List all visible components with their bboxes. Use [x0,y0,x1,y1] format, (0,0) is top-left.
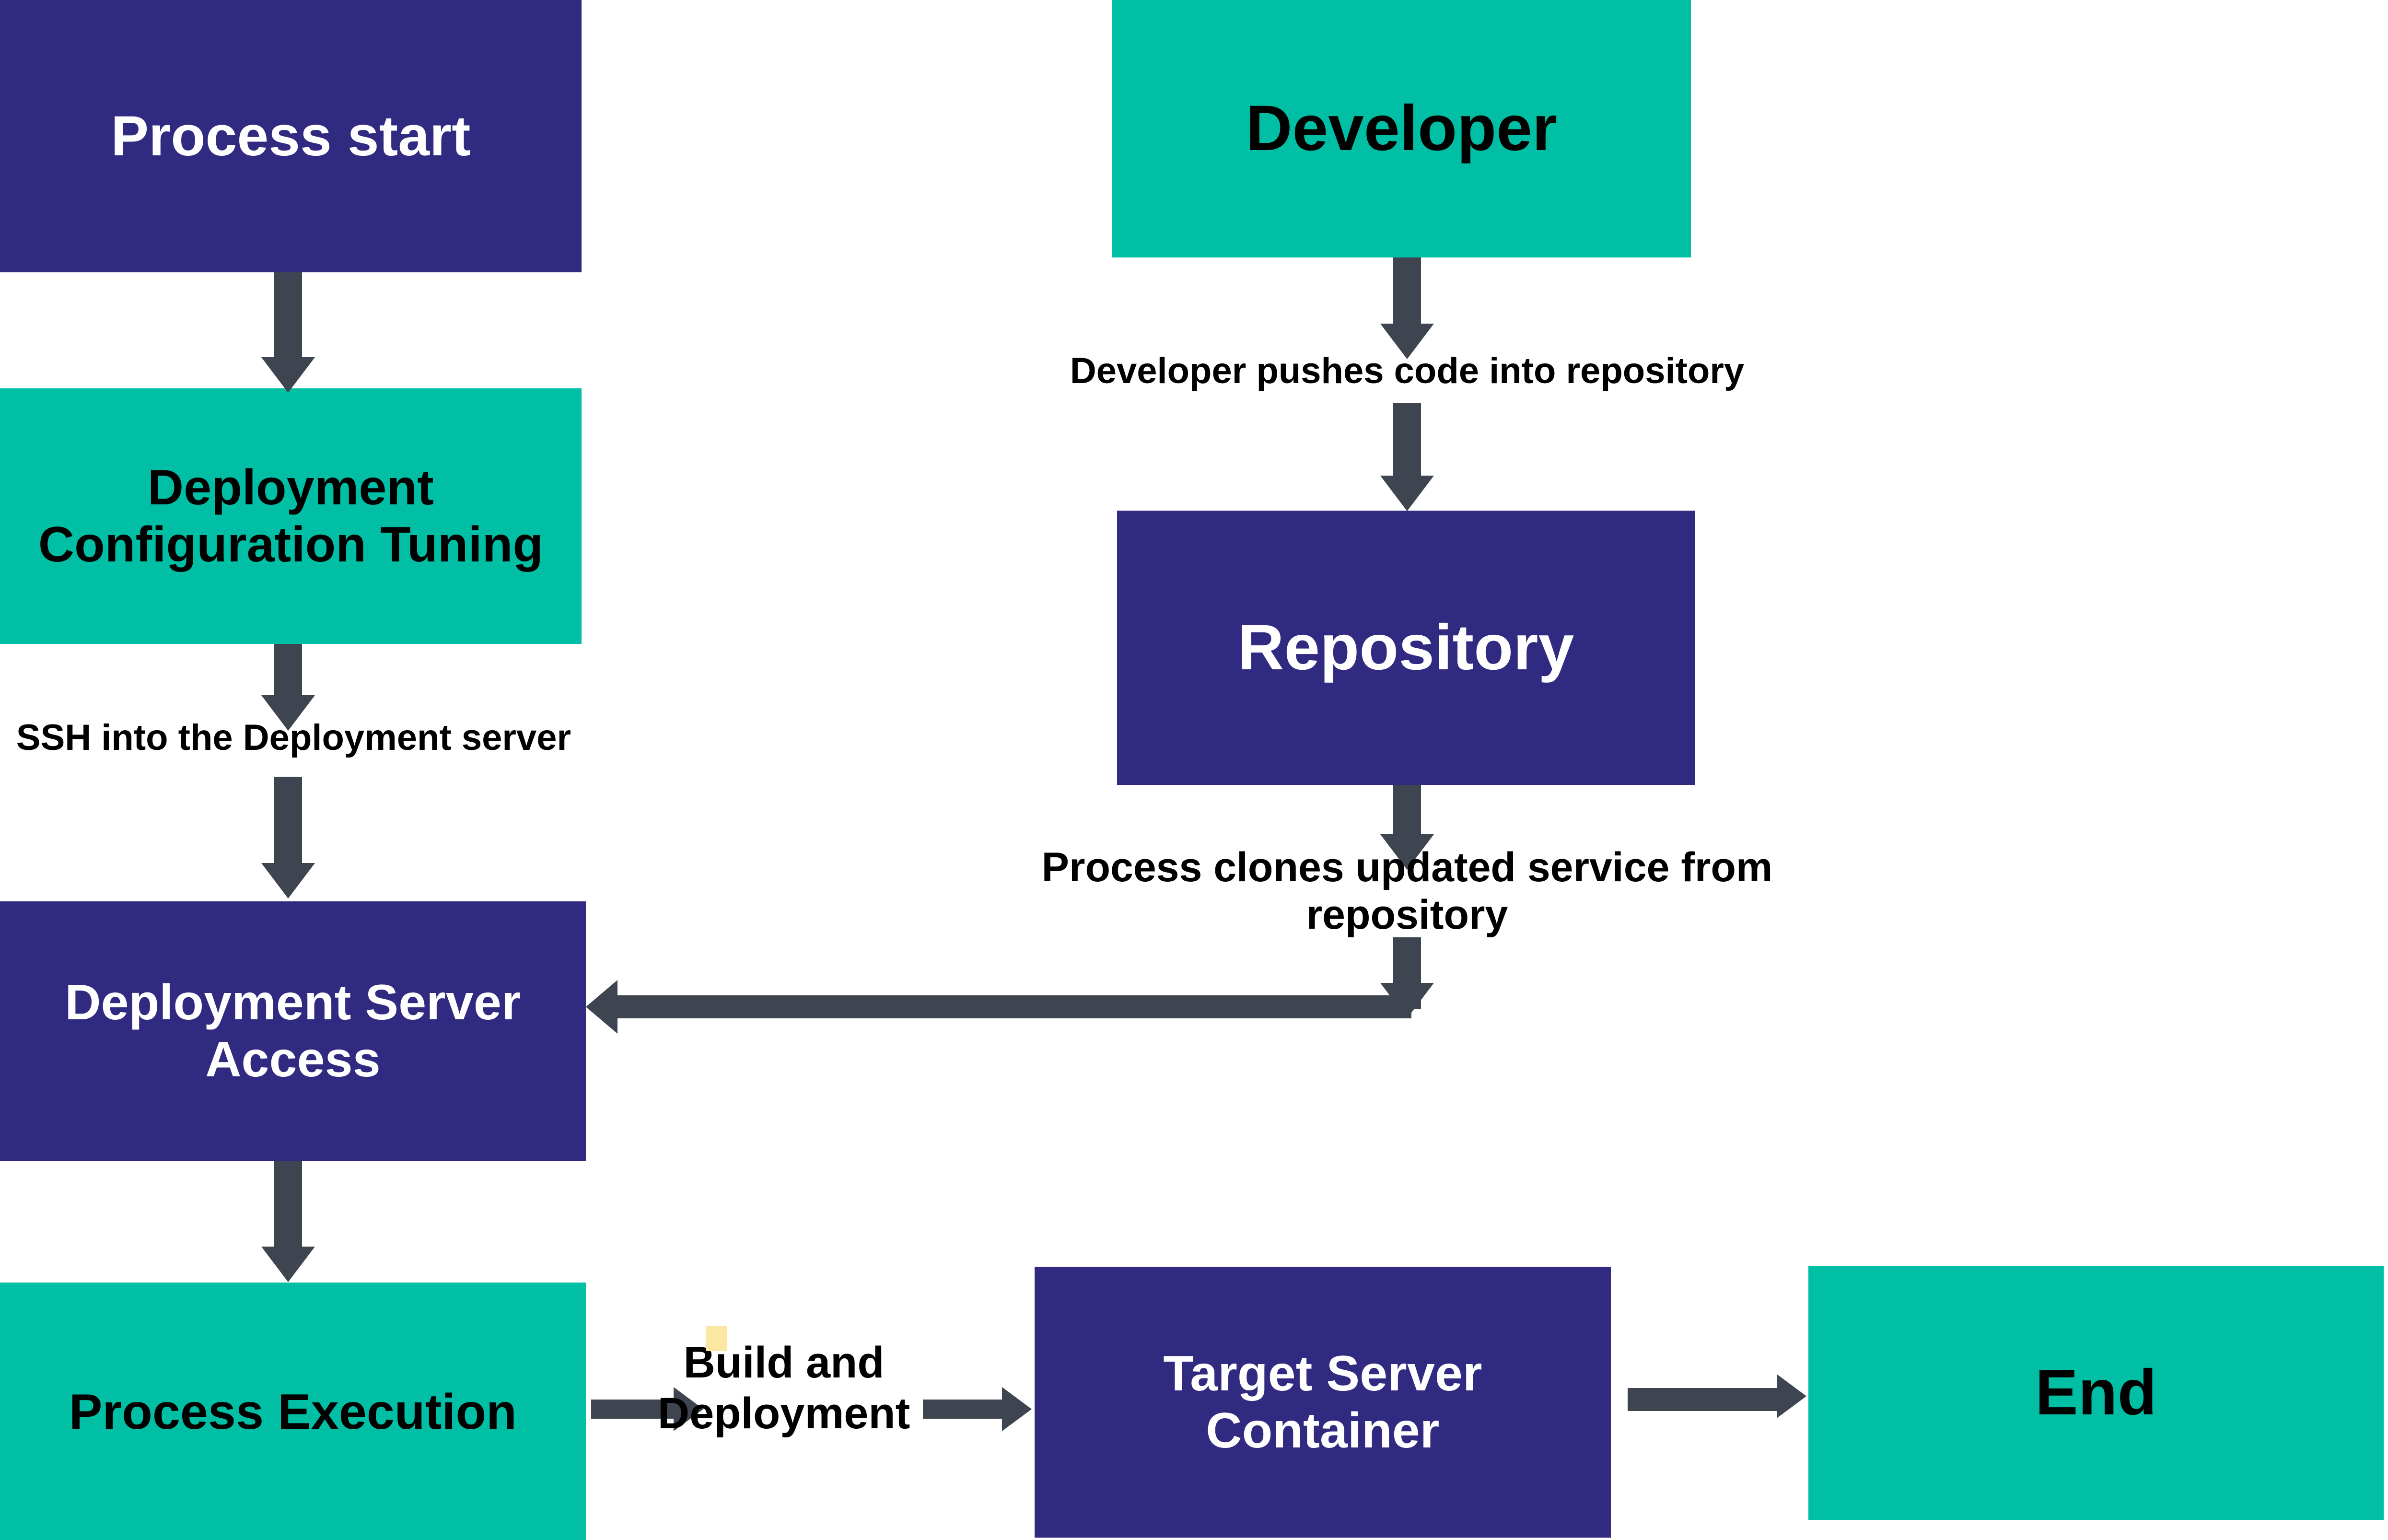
connector-repository-to-clone-stem [1393,785,1421,840]
arrowhead-target-to-end [1777,1374,1806,1418]
node-process-start[interactable]: Process start [0,0,582,272]
edge-label-build-and-deployment: Build and Deployment [657,1338,910,1438]
node-target-server-container[interactable]: Target Server Container [1035,1267,1611,1538]
node-deployment-server-access[interactable]: Deployment Server Access [0,901,586,1161]
arrowhead-repository-to-clone [1380,834,1434,870]
arrowhead-clone-into-access [586,980,617,1034]
edge-label-ssh-into-deployment-server: SSH into the Deployment server [16,717,571,758]
edge-label-process-clones-updated-service: Process clones updated service from repo… [1041,844,1773,938]
connector-target-to-end-stem [1628,1388,1779,1411]
node-repository[interactable]: Repository [1117,511,1695,785]
connector-start-to-config-stem [274,272,302,361]
arrowhead-developer-to-push [1380,324,1434,359]
node-deployment-configuration-tuning[interactable]: Deployment Configuration Tuning [0,388,582,644]
connector-access-to-execution-stem [274,1161,302,1251]
node-end[interactable]: End [1808,1266,2384,1520]
arrowhead-start-to-config [261,357,315,393]
edge-label-developer-pushes-code: Developer pushes code into repository [1070,350,1745,391]
connector-clone-elbow-horizontal [601,995,1411,1018]
arrowhead-config-to-ssh [261,695,315,731]
connector-ssh-to-access-stem [274,777,302,868]
connector-push-to-repository-stem [1393,403,1421,479]
node-developer[interactable]: Developer [1112,0,1691,257]
arrowhead-ssh-to-access [261,863,315,898]
arrowhead-push-to-repository [1380,476,1434,511]
connector-developer-to-push-stem [1393,257,1421,327]
connector-build-to-target-stem [923,1400,1004,1419]
arrowhead-build-to-target [1002,1387,1032,1431]
arrowhead-access-to-execution [261,1247,315,1282]
arrowhead-execution-to-build [674,1387,703,1431]
yellow-artifact-marker [706,1326,727,1351]
connector-config-to-ssh-stem [274,644,302,699]
node-process-execution[interactable]: Process Execution [0,1283,586,1540]
connector-execution-to-build-stem [591,1400,677,1419]
